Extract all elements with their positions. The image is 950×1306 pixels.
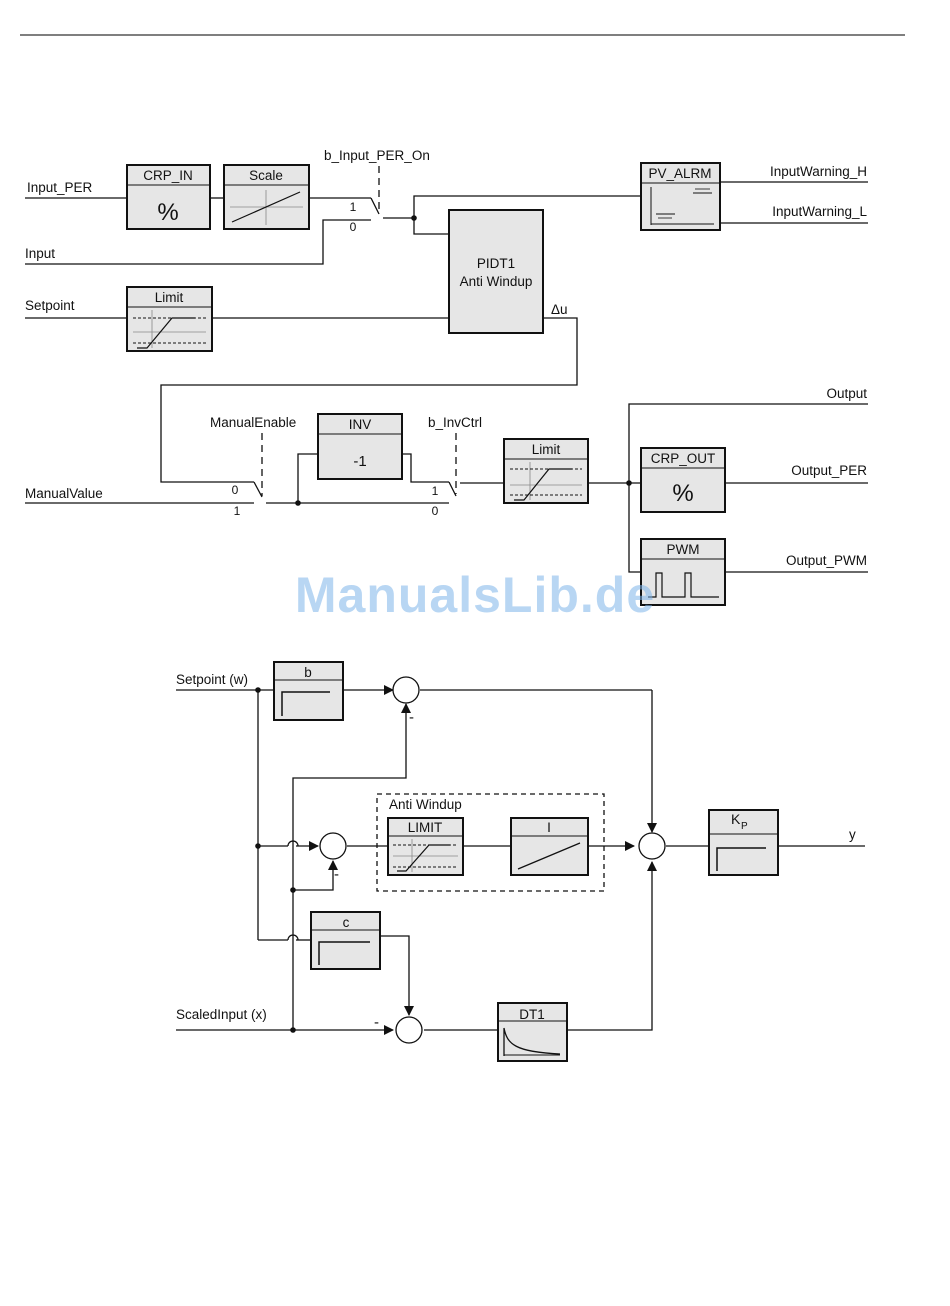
scale-block — [223, 164, 310, 230]
b-weight-block — [273, 661, 344, 721]
crp-out-percent-symbol: % — [672, 480, 693, 507]
delta-u-label: Δu — [551, 302, 568, 317]
pwm-title: PWM — [667, 542, 700, 557]
c-block-title: c — [343, 915, 350, 930]
output-limit-title: Limit — [532, 442, 561, 457]
limit-block-title: LIMIT — [408, 820, 443, 835]
integral-block-title: I — [547, 820, 551, 835]
minus-sign-error: - — [334, 866, 339, 883]
dt1-block — [497, 1002, 568, 1062]
b-input-per-on-label: b_Input_PER_On — [324, 148, 430, 163]
anti-windup-label: Anti Windup — [389, 797, 462, 812]
crp-out-block — [640, 447, 726, 513]
output-per-label: Output_PER — [791, 463, 867, 478]
manual-enable-label: ManualEnable — [210, 415, 296, 430]
y-output-label: y — [849, 827, 856, 842]
input-warning-h-label: InputWarning_H — [770, 164, 867, 179]
b-invctrl-label: b_InvCtrl — [428, 415, 482, 430]
kp-gain-block — [708, 809, 779, 876]
setpoint-summing-junction — [392, 676, 420, 704]
output-pwm-label: Output_PWM — [786, 553, 867, 568]
pidt1-block — [448, 209, 544, 334]
switch3-pos1: 1 — [432, 484, 439, 498]
summing-junctions — [319, 676, 666, 1044]
input-label: Input — [25, 246, 55, 261]
scale-title: Scale — [249, 168, 283, 183]
kp-block-subscript: P — [741, 821, 748, 832]
junction-dots-bottom — [255, 687, 296, 1033]
watermark: ManualsLib.de — [294, 567, 656, 623]
c-weight-block — [310, 911, 381, 970]
switch2-pos1: 1 — [234, 504, 241, 518]
output-label: Output — [826, 386, 867, 401]
pwm-block — [640, 538, 726, 606]
switch2-pos0: 0 — [232, 483, 239, 497]
switch3-pos0: 0 — [432, 504, 439, 518]
crp-in-title: CRP_IN — [143, 168, 193, 183]
manual-value-label: ManualValue — [25, 486, 103, 501]
limit-block — [387, 817, 464, 876]
dt1-block-title: DT1 — [519, 1007, 545, 1022]
inv-value: -1 — [353, 453, 366, 470]
switch1-pos0: 0 — [350, 220, 357, 234]
kp-block-title: K — [731, 811, 741, 827]
integral-block — [510, 817, 589, 876]
switch-actuator-lines — [261, 166, 457, 496]
minus-sign-setpoint: - — [409, 709, 414, 726]
minus-sign-derivative: - — [374, 1014, 379, 1031]
setpoint-w-label: Setpoint (w) — [176, 672, 248, 687]
b-block-title: b — [304, 665, 312, 680]
input-per-label: Input_PER — [27, 180, 93, 195]
setpoint-limit-block — [126, 286, 213, 352]
switch1-pos1: 1 — [350, 200, 357, 214]
inv-block — [317, 413, 403, 480]
setpoint-limit-title: Limit — [155, 290, 184, 305]
pv-alrm-block — [640, 162, 721, 231]
error-summing-junction — [319, 832, 347, 860]
inv-title: INV — [349, 417, 372, 432]
junction-dots-top — [295, 215, 632, 506]
pidt1-subtitle: Anti Windup — [460, 274, 533, 289]
pv-alrm-title: PV_ALRM — [648, 166, 711, 181]
line-crossing-hops — [287, 840, 299, 941]
output-summing-junction — [638, 832, 666, 860]
setpoint-label: Setpoint — [25, 298, 75, 313]
scaled-input-x-label: ScaledInput (x) — [176, 1007, 267, 1022]
input-warning-l-label: InputWarning_L — [772, 204, 867, 219]
crp-out-title: CRP_OUT — [651, 451, 716, 466]
derivative-summing-junction — [395, 1016, 423, 1044]
crp-in-percent-symbol: % — [157, 199, 178, 226]
pidt1-title: PIDT1 — [477, 256, 515, 271]
output-limit-block — [503, 438, 589, 504]
crp-in-block — [126, 164, 211, 230]
pid-signal-flow-diagram — [25, 181, 868, 573]
